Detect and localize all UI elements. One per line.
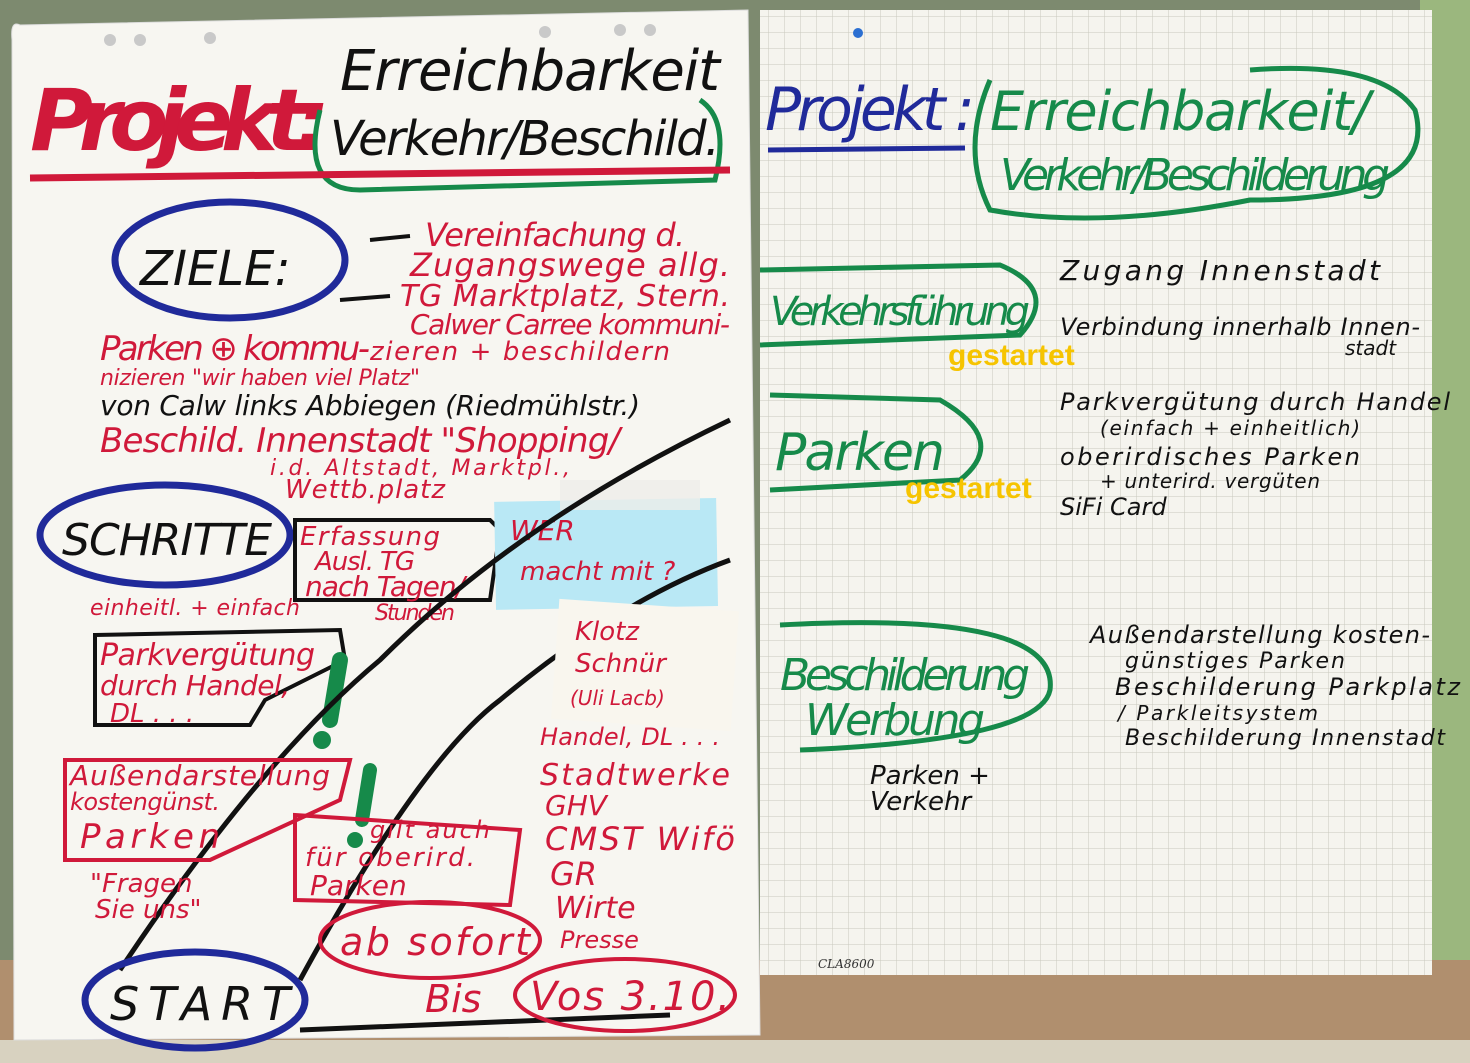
parkverg-line-1: Parkvergütung (100, 638, 315, 673)
left-note-1: Parken ⊕ kommu- (100, 329, 370, 369)
verkehr-item-2: Verbindung innerhalb Innen- (1060, 313, 1420, 341)
aussen-line-1: Außendarstellung (68, 759, 330, 792)
left-title-line-1: Erreichbarkeit (340, 39, 722, 104)
start-label: START (110, 977, 294, 1031)
schritte-label: SCHRITTE (62, 515, 272, 566)
parken-item-2: (einfach + einheitlich) (1100, 416, 1360, 440)
parkverg-line-2: durch Handel, (100, 669, 290, 702)
left-title-word: Projekt: (30, 71, 330, 171)
left-note-3: von Calw links Abbiegen (Riedmühlstr.) (100, 389, 640, 422)
right-title-line-1: Erreichbarkeit/ (990, 80, 1376, 143)
erfassung-line-3: nach Tagen/ (305, 570, 468, 603)
parkverg-line-3: DL . . . (110, 699, 194, 729)
aussen-line-2: kostengünst. (70, 788, 220, 816)
parken-item-1: Parkvergütung durch Handel (1060, 388, 1450, 416)
beschild-item-5: Beschilderung Innenstadt (1125, 726, 1446, 751)
bis-label: Bis (425, 977, 481, 1021)
beschild-item-3: Beschilderung Parkplatz (1115, 673, 1461, 701)
erfassung-line-2: Ausl. TG (313, 547, 415, 577)
verkehr-status: gestartet (948, 339, 1075, 372)
wer-list-3: GHV (545, 789, 609, 822)
beschild-sub-2: Verkehr (870, 787, 973, 817)
ziele-item-1: Vereinfachung d. (425, 216, 685, 254)
beschild-item-1: Außendarstellung kosten- (1088, 621, 1430, 649)
vos-date: Vos 3.10. (530, 974, 730, 1020)
klotz-line-3: (Uli Lacb) (570, 686, 665, 710)
right-flipchart-sheet: Projekt : Erreichbarkeit/ Verkehr/Beschi… (759, 10, 1461, 975)
erfassung-line-1: Erfassung (300, 522, 440, 552)
left-note-2: nizieren "wir haben viel Platz" (100, 366, 420, 391)
left-title-line-2: Verkehr/Beschild. (330, 111, 720, 167)
wer-list-7: Presse (560, 926, 639, 954)
wer-list-1: Handel, DL . . . (540, 723, 720, 751)
ziele-item-4: Calwer Carree kommuni- (410, 308, 730, 341)
wer-note-line-2: macht mit ? (520, 557, 676, 587)
ab-sofort: ab sofort (340, 920, 532, 964)
left-note-6: Wettb.platz (285, 475, 446, 505)
left-note-5: i.d. Altstadt, Marktpl., (270, 456, 570, 481)
wer-list-6: Wirte (555, 891, 636, 926)
verkehr-item-3: stadt (1345, 336, 1397, 360)
right-title-word: Projekt : (765, 75, 975, 145)
wer-list-2: Stadtwerke (540, 758, 730, 793)
klotz-line-1: Klotz (575, 617, 640, 647)
wer-list-5: GR (550, 855, 597, 893)
beschilderung-label-1: Beschilderung (780, 650, 1030, 701)
einheitl-note: einheitl. + einfach (90, 596, 300, 621)
beschild-sub-1: Parken + (870, 761, 990, 791)
left-flipchart-sheet: Projekt: Erreichbarkeit Verkehr/Beschild… (11, 9, 761, 1052)
beschilderung-label-2: Werbung (805, 695, 985, 746)
verkehr-item-1: Zugang Innenstadt (1059, 254, 1381, 287)
parken-item-4: + unterird. vergüten (1100, 469, 1320, 493)
gilt-line-1: gilt auch (370, 816, 490, 844)
parken-status: gestartet (905, 472, 1032, 505)
parken-item-3: oberirdisches Parken (1060, 443, 1360, 471)
footer-mark: CLA8600 (818, 957, 875, 971)
parken-label: Parken (775, 423, 945, 483)
wer-list-4: CMST Wifö (545, 820, 735, 858)
gilt-line-3: Parken (310, 869, 407, 902)
beschild-item-4: / Parkleitsystem (1116, 701, 1318, 725)
klotz-line-2: Schnür (575, 649, 668, 679)
fragen-line-1: "Fragen (90, 869, 193, 899)
verkehrsfuehrung-label: Verkehrsführung (770, 289, 1030, 335)
parken-item-5: SiFi Card (1060, 493, 1167, 521)
ziele-item-2: Zugangswege allg. (409, 246, 730, 284)
ziele-label: ZIELE: (138, 241, 291, 297)
fragen-line-2: Sie uns" (95, 895, 201, 925)
right-title-line-2: Verkehr/Beschilderung (1000, 150, 1390, 201)
ziele-item-3: TG Marktplatz, Stern. (400, 279, 730, 314)
left-note-4: Beschild. Innenstadt "Shopping/ (100, 421, 624, 461)
